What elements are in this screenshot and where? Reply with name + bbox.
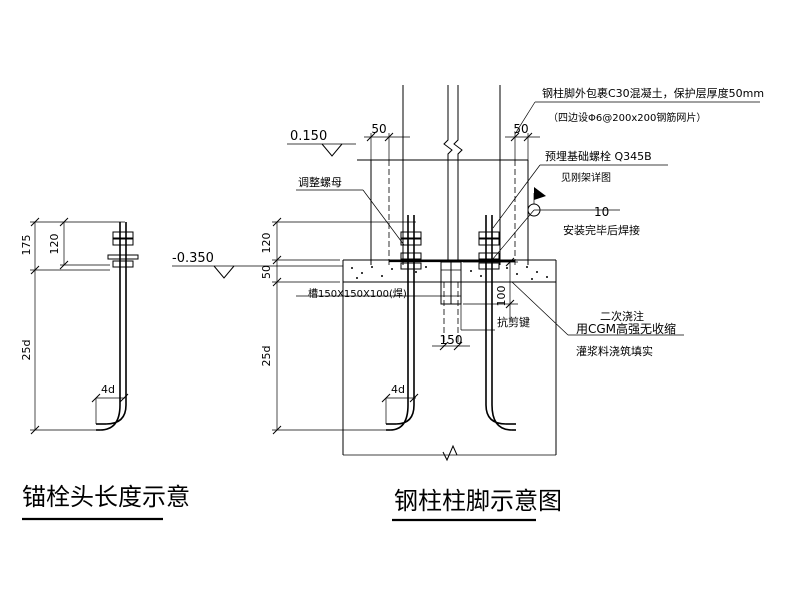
elevation-top: 0.150 bbox=[290, 129, 327, 144]
note-adjust-nut: 调整螺母 bbox=[298, 175, 342, 189]
left-title: 锚栓头长度示意 bbox=[22, 483, 190, 511]
left-anchor-bolt-detail bbox=[30, 217, 139, 435]
dim-left-120: 120 bbox=[48, 234, 61, 255]
dim-cover-left: 50 bbox=[371, 122, 386, 136]
dim-right-120: 120 bbox=[260, 233, 273, 254]
dim-right-25d: 25d bbox=[260, 346, 273, 367]
elevation-base: -0.350 bbox=[172, 251, 214, 266]
right-title: 钢柱柱脚示意图 bbox=[394, 487, 562, 515]
note-shear-key-size: 槽150X150X100(焊) bbox=[308, 287, 407, 300]
grout-hatch bbox=[351, 266, 548, 280]
note-grout-3: 灌浆料浇筑填实 bbox=[576, 344, 653, 358]
dim-cover-right: 50 bbox=[513, 122, 528, 136]
dim-key-100: 100 bbox=[495, 286, 508, 307]
note-weld-after: 安装完毕后焊接 bbox=[563, 223, 640, 237]
weld-size: 10 bbox=[594, 205, 609, 219]
note-anchor-bolt: 预埋基础螺栓 Q345B bbox=[545, 149, 652, 163]
note-see-frame: 见刚架详图 bbox=[561, 171, 611, 184]
note-grout-2: 用CGM高强无收缩 bbox=[576, 321, 676, 336]
dim-right-50: 50 bbox=[260, 265, 273, 279]
column-base-detail bbox=[172, 85, 760, 462]
dim-key-150: 150 bbox=[440, 333, 463, 347]
note-mesh: （四边设Φ6@200x200钢筋网片） bbox=[548, 111, 706, 124]
note-shear-key: 抗剪键 bbox=[497, 315, 530, 329]
note-grout-1: 二次浇注 bbox=[600, 309, 644, 323]
dim-right-4d: 4d bbox=[391, 383, 405, 396]
dim-left-25d: 25d bbox=[20, 340, 33, 361]
dim-left-175: 175 bbox=[20, 235, 33, 256]
note-encasement: 钢柱脚外包裹C30混凝土，保护层厚度50mm bbox=[542, 86, 764, 100]
dim-left-4d: 4d bbox=[101, 383, 115, 396]
